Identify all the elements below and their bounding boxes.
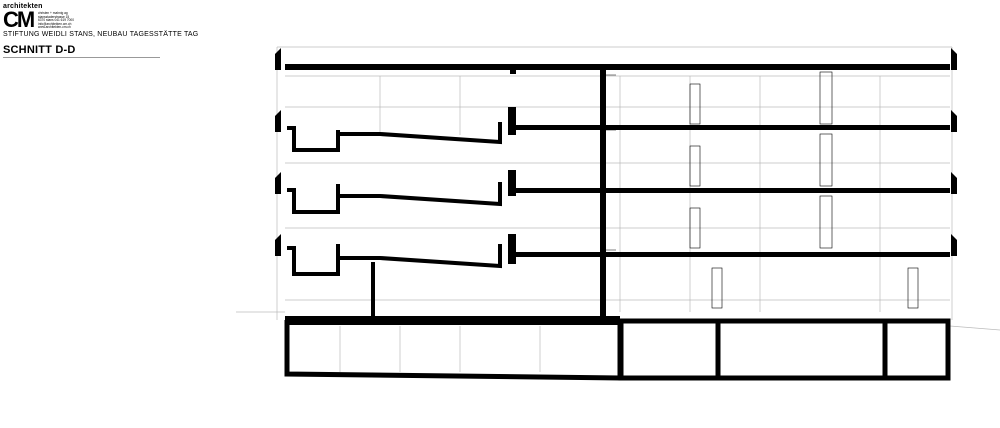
floor-slabs xyxy=(285,64,950,325)
divider-wall xyxy=(508,68,516,264)
logo-address-line: 6370 stans 041 619 7000 xyxy=(38,18,74,23)
stair-column xyxy=(711,267,723,309)
sloped-floor xyxy=(287,182,502,214)
logo-address-line: www.architekten-cm.ch xyxy=(38,25,71,30)
columns xyxy=(371,70,606,320)
stair-column xyxy=(819,195,833,249)
logo-address-line: info@architekten.cm.ch xyxy=(38,21,72,26)
drawing-title: SCHNITT D-D xyxy=(3,44,76,56)
basement-left xyxy=(284,320,623,381)
basement-walls xyxy=(715,321,888,378)
title-underline xyxy=(3,57,160,58)
stair-column xyxy=(907,267,919,309)
stair-column xyxy=(689,145,701,187)
ground-slab xyxy=(285,316,620,325)
sloped-floor xyxy=(287,122,502,152)
floor-slab xyxy=(510,125,950,130)
basement-right xyxy=(618,318,951,381)
wall-segment xyxy=(508,234,516,264)
roof-slab xyxy=(285,64,950,70)
wall-segment xyxy=(510,68,516,74)
logo-address-line: stansstaderstrasse 15 xyxy=(38,14,70,19)
stair-column xyxy=(689,207,701,249)
central-column xyxy=(600,70,606,320)
floor-slab xyxy=(510,188,950,193)
sloped-floor xyxy=(287,244,502,276)
left-block-floors xyxy=(287,122,502,276)
stair-column xyxy=(689,83,701,125)
logo-address-line: christen + mahnig ag xyxy=(38,11,68,15)
basement xyxy=(284,318,951,381)
project-name: STIFTUNG WEIDLI STANS, NEUBAU TAGESSTÄTT… xyxy=(3,31,199,38)
logo-wordmark: architekten xyxy=(3,3,43,10)
wall-segment xyxy=(508,170,516,196)
stair-column xyxy=(819,71,833,125)
logo-monogram: CM xyxy=(3,7,35,32)
facade-marks xyxy=(275,48,957,256)
fine-lines xyxy=(236,46,1000,372)
wall-segment xyxy=(508,107,516,135)
logo-address: christen + mahnig ag stansstaderstrasse … xyxy=(38,11,83,30)
stair-column xyxy=(819,133,833,187)
floor-slab xyxy=(510,252,950,257)
ground-column xyxy=(371,262,375,317)
office-logo: architekten CM christen + mahnig ag stan… xyxy=(3,3,83,33)
